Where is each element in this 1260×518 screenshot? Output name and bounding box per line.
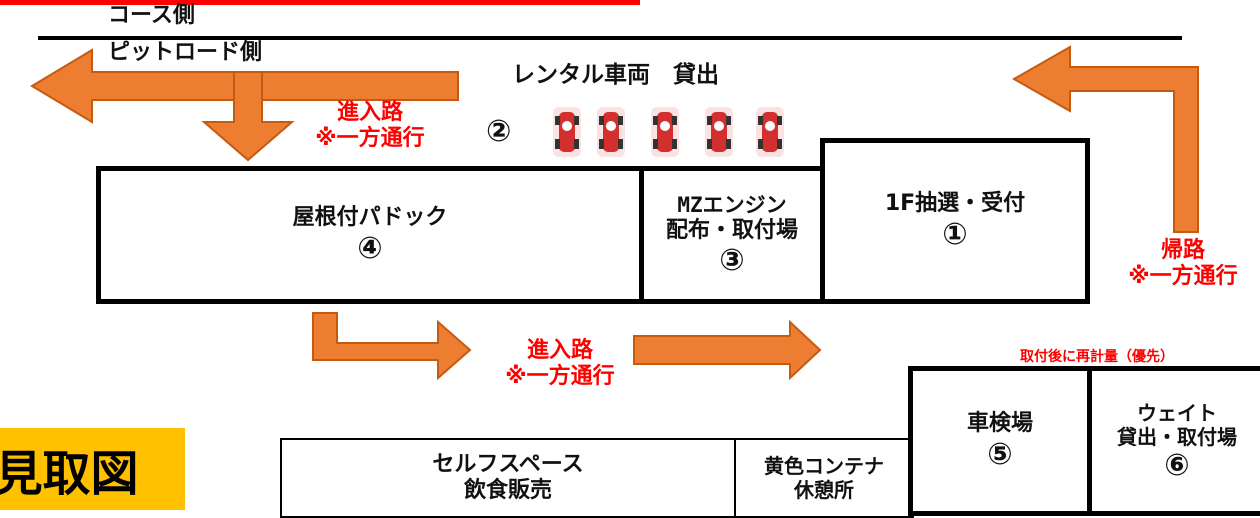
weight-line2: 貸出・取付場: [1117, 424, 1237, 449]
orange-arrow-mid-right: [633, 319, 822, 381]
return-route-line1: 帰路: [1160, 238, 1205, 263]
reception-number: ①: [942, 216, 968, 252]
yellow-container-area: 黄色コンテナ 休憩所: [734, 438, 914, 518]
kart-icon: [597, 107, 625, 157]
self-space-area: セルフスペース 飲食販売: [280, 438, 736, 518]
remeasure-label: 取付後に再計量（優先）: [1020, 349, 1174, 365]
self-space-line2: 飲食販売: [463, 478, 552, 503]
title-badge-text: 見取図: [0, 446, 139, 502]
paddock-number: ④: [357, 230, 383, 266]
self-space-line1: セルフスペース: [432, 451, 584, 477]
entry-route-upper-line1: 進入路: [336, 100, 403, 125]
title-badge: 見取図: [0, 428, 185, 510]
entry-route-lower: 進入路 ※一方通行: [470, 338, 650, 391]
mz-engine-number: ③: [719, 243, 745, 279]
weight-area: ウェイト 貸出・取付場 ⑥: [1087, 366, 1260, 516]
kart-icon: [705, 107, 733, 157]
yellow-container-line2: 休憩所: [794, 478, 854, 502]
weight-number: ⑥: [1164, 447, 1190, 483]
inspection-number: ⑤: [987, 436, 1013, 472]
entry-route-lower-line1: 進入路: [526, 338, 593, 363]
mz-engine-area: MZエンジン 配布・取付場 ③: [639, 166, 825, 304]
kart-icon: [756, 107, 784, 157]
kart-icon: [651, 107, 679, 157]
mz-engine-line2: 配布・取付場: [665, 217, 798, 243]
entry-route-upper-line2: ※一方通行: [315, 126, 425, 152]
top-red-bar: [0, 0, 640, 5]
return-route-line2: ※一方通行: [1128, 264, 1238, 290]
orange-arrow-return-route: [1011, 45, 1199, 233]
reception-label: 1F抽選・受付: [884, 191, 1026, 217]
entry-route-upper: 進入路 ※一方通行: [280, 100, 460, 153]
weight-line1: ウェイト: [1137, 400, 1217, 425]
inspection-label: 車検場: [966, 411, 1033, 437]
pit-road-side-label: ピットロード側: [108, 40, 263, 65]
orange-arrow-mid-left: [312, 312, 472, 381]
kart-icon: [553, 107, 581, 157]
course-side-label: コース側: [108, 3, 195, 28]
inspection-area: 車検場 ⑤: [908, 366, 1092, 516]
return-route: 帰路 ※一方通行: [1108, 238, 1258, 291]
reception-area: 1F抽選・受付 ①: [820, 138, 1090, 304]
paddock-area: 屋根付パドック ④: [96, 166, 644, 304]
rental-number: ②: [486, 114, 512, 149]
rental-title: レンタル車両 貸出: [512, 62, 719, 88]
yellow-container-line1: 黄色コンテナ: [764, 454, 884, 478]
orange-arrow-down-top: [201, 71, 295, 162]
entry-route-lower-line2: ※一方通行: [505, 364, 615, 390]
mz-engine-line1: MZエンジン: [677, 192, 787, 217]
paddock-label: 屋根付パドック: [292, 205, 448, 231]
